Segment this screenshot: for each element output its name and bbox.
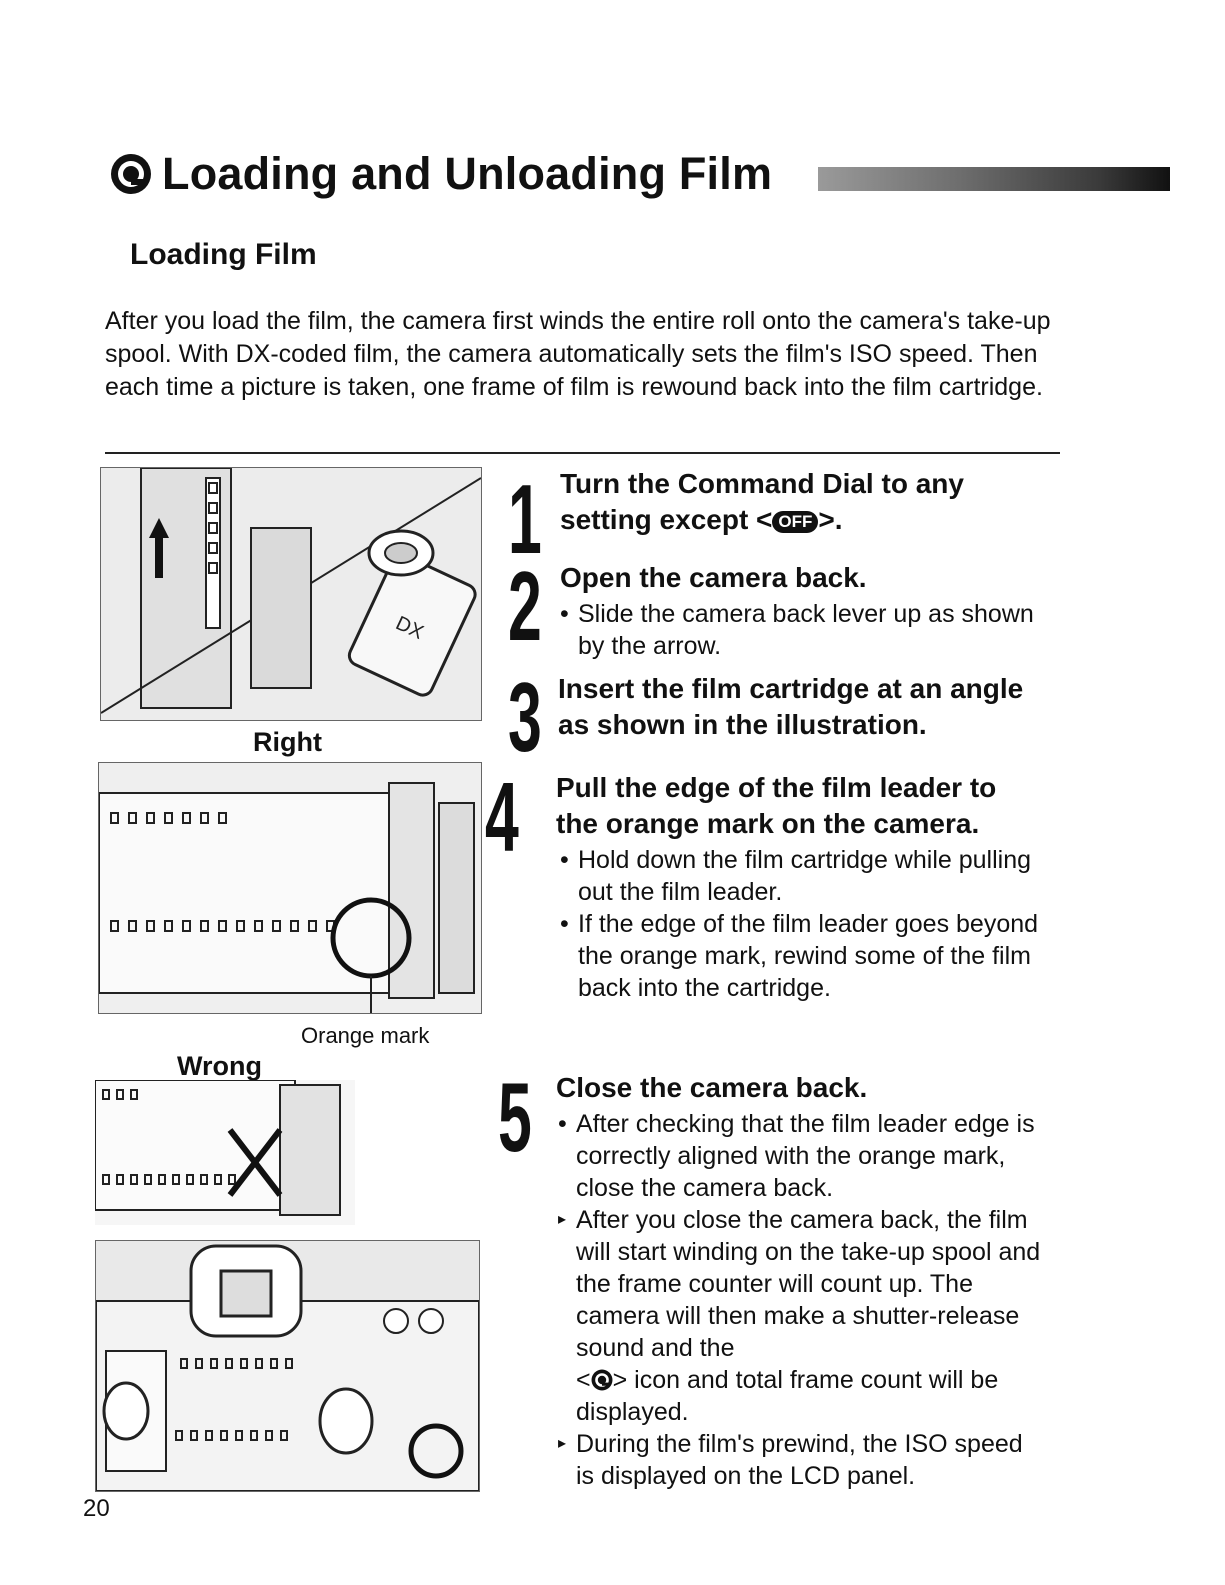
step-number-4: 4 (485, 762, 519, 872)
page-number: 20 (83, 1495, 110, 1522)
illustration-close-back (95, 1240, 480, 1492)
step-number-2: 2 (508, 551, 542, 661)
list-item: After you close the camera back, the fil… (558, 1204, 1046, 1428)
list-item: If the edge of the film leader goes beyo… (560, 908, 1046, 1004)
section-title: Loading Film (130, 238, 317, 271)
step-1: Turn the Command Dial to any setting exc… (560, 466, 1040, 538)
step-4-bullets: Hold down the film cartridge while pulli… (560, 844, 1046, 1004)
divider-rule (105, 452, 1060, 454)
list-item: After checking that the film leader edge… (558, 1108, 1046, 1204)
illustration-wrong-leader (95, 1080, 355, 1225)
title-decorative-bar (818, 167, 1170, 191)
intro-paragraph: After you load the film, the camera firs… (105, 307, 1051, 401)
step-5: Close the camera back. After checking th… (556, 1070, 1046, 1492)
step-2-title: Open the camera back. (560, 562, 867, 593)
page-header: Loading and Unloading Film (110, 148, 772, 200)
illustration-correct-leader (98, 762, 482, 1014)
list-item: Hold down the film cartridge while pulli… (560, 844, 1046, 908)
step-number-3: 3 (508, 662, 542, 772)
step-3: Insert the film cartridge at an angle as… (558, 671, 1048, 743)
step-2-bullets: Slide the camera back lever up as shown … (560, 598, 1040, 662)
film-cartridge-icon (591, 1369, 613, 1391)
illustration-insert-cartridge: DX (100, 467, 482, 721)
step-5-title: Close the camera back. (556, 1072, 868, 1103)
list-item: Slide the camera back lever up as shown … (560, 598, 1040, 662)
step-5-bullets: After checking that the film leader edge… (558, 1108, 1046, 1492)
film-cartridge-icon (111, 154, 151, 194)
step-3-title: Insert the film cartridge at an angle as… (558, 673, 1024, 740)
caption-wrong: Wrong (177, 1051, 262, 1081)
list-item: During the film's prewind, the ISO speed… (558, 1428, 1046, 1492)
step-number-1: 1 (508, 464, 542, 574)
off-dial-icon: OFF (772, 510, 819, 533)
step-4-title: Pull the edge of the film leader to the … (556, 772, 997, 839)
step-4: Pull the edge of the film leader to the … (556, 770, 1046, 1004)
step-number-5: 5 (498, 1062, 532, 1172)
caption-right: Right (253, 727, 322, 757)
step-1-title: Turn the Command Dial to any setting exc… (560, 468, 964, 535)
step-2: Open the camera back. Slide the camera b… (560, 560, 1040, 662)
page-title: Loading and Unloading Film (162, 148, 773, 199)
caption-orange-mark: Orange mark (301, 1023, 430, 1048)
